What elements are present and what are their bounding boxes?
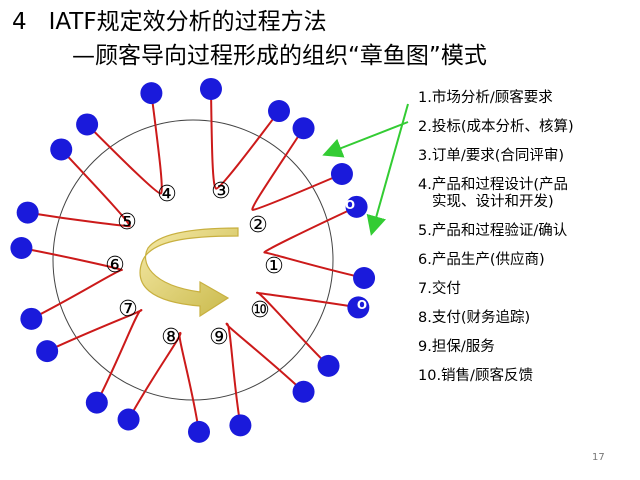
tentacle-loop <box>86 92 163 195</box>
process-node <box>292 380 315 403</box>
legend-item-4-cont: 实现、设计和开发) <box>432 194 554 210</box>
process-node <box>353 266 376 289</box>
process-node <box>345 195 368 218</box>
process-node <box>117 408 140 431</box>
center-label-4: ④ <box>157 182 177 207</box>
process-node <box>292 117 315 140</box>
center-label-10: ⑩ <box>250 298 270 323</box>
tentacle-group <box>21 88 365 433</box>
process-node <box>330 163 353 185</box>
tentacle-loop <box>263 205 365 279</box>
io-label-input-1: I <box>312 150 316 164</box>
process-node <box>317 354 340 377</box>
legend-item-3: 3.订单/要求(合同评审) <box>418 148 565 164</box>
legend-item-8: 8.支付(财务追踪) <box>418 310 531 326</box>
process-node <box>10 237 33 260</box>
tentacle-loop <box>251 127 343 211</box>
center-label-3: ③ <box>211 179 231 204</box>
title-line-2: —顾客导向过程形成的组织“章鱼图”模式 <box>72 43 487 69</box>
center-label-8: ⑧ <box>161 325 181 350</box>
legend-item-7: 7.交付 <box>418 281 461 297</box>
legend-item-5: 5.产品和过程验证/确认 <box>418 223 568 239</box>
center-label-5: ⑤ <box>117 210 137 235</box>
title-number: 4 <box>12 9 27 35</box>
process-node <box>85 391 108 414</box>
center-label-6: ⑥ <box>105 253 125 278</box>
page-number: 17 <box>592 452 605 463</box>
process-node <box>347 296 370 319</box>
io-label-output-1: O <box>345 198 355 212</box>
process-node <box>20 307 43 330</box>
process-node <box>188 420 211 443</box>
process-node <box>50 138 73 161</box>
process-node <box>36 340 59 363</box>
center-label-2: ② <box>248 213 268 238</box>
center-label-1: ① <box>264 254 284 279</box>
process-node <box>199 77 222 100</box>
tentacle-loop <box>27 148 131 228</box>
legend-item-9: 9.担保/服务 <box>418 339 495 355</box>
curved-arrow <box>139 227 239 318</box>
title-line-1: 4 IATF规定效分析的过程方法 <box>12 2 327 36</box>
process-node <box>229 414 252 437</box>
title-main: IATF规定效分析的过程方法 <box>48 9 327 35</box>
tentacle-loop <box>46 309 143 404</box>
tentacle-loop <box>21 247 123 320</box>
legend-item-2: 2.投标(成本分析、核算) <box>418 119 574 135</box>
process-node <box>76 113 99 136</box>
tentacle-loop <box>256 291 359 367</box>
legend-item-4: 4.产品和过程设计(产品 <box>418 177 568 193</box>
io-label-input-2: I <box>364 240 368 254</box>
green-arrow-2 <box>366 103 409 236</box>
green-arrow-1 <box>322 121 409 158</box>
process-legend: 1.市场分析/顾客要求 2.投标(成本分析、核算) 3.订单/要求(合同评审) … <box>418 90 638 397</box>
tentacle-loop <box>225 322 305 426</box>
process-node <box>268 100 290 123</box>
legend-item-10: 10.销售/顾客反馈 <box>418 368 533 384</box>
node-group <box>10 77 376 443</box>
process-node <box>16 201 39 224</box>
io-label-output-2: O <box>357 298 367 312</box>
center-label-7: ⑦ <box>118 297 138 322</box>
tentacle-loop <box>209 88 280 190</box>
process-node <box>140 82 163 105</box>
legend-item-6: 6.产品生产(供应商) <box>418 252 545 268</box>
tentacle-loop <box>127 331 200 433</box>
legend-item-1: 1.市场分析/顾客要求 <box>418 90 553 106</box>
center-label-9: ⑨ <box>209 325 229 350</box>
